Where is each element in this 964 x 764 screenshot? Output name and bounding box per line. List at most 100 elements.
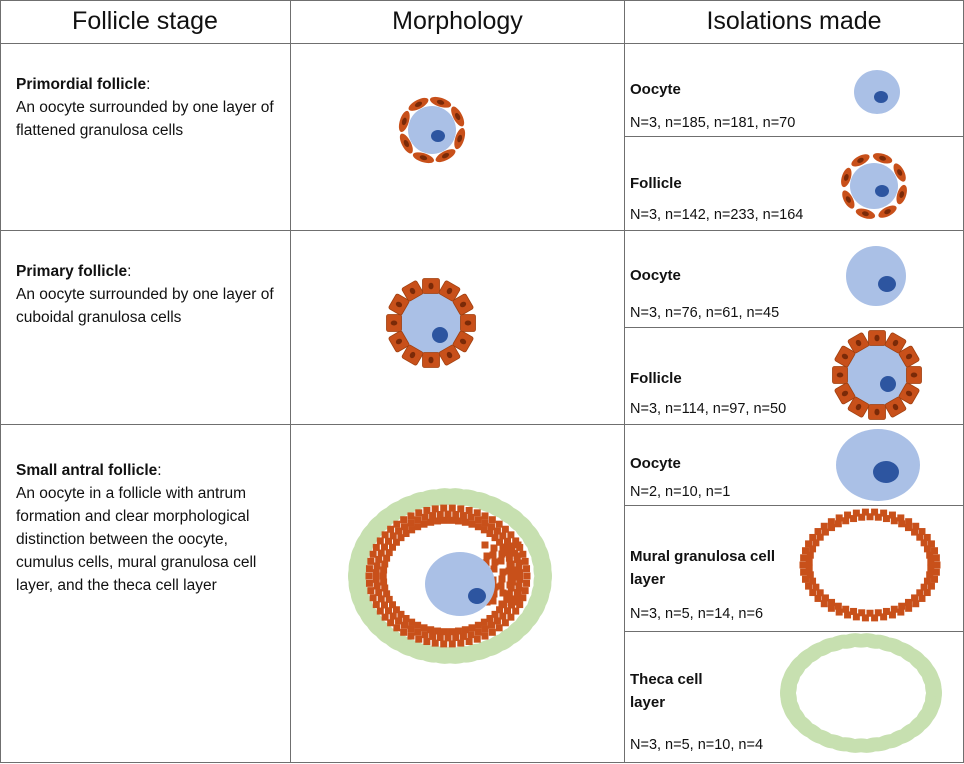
mural-granulosa-cell [882,607,890,615]
mural-granulosa-cell [874,609,882,617]
granulosa-nucleus [414,101,423,108]
mural-granulosa-cell [467,631,475,639]
mural-granulosa-cell [850,607,858,615]
mural-granulosa-cell [820,522,828,530]
mural-granulosa-cell [383,590,391,598]
cumulus-cell [490,590,498,598]
mural-granulosa-cell [372,543,380,551]
mural-granulosa-cell [814,528,822,536]
mural-granulosa-cell [507,531,515,539]
mural-granulosa-cell [521,587,529,595]
cumulus-cell [514,566,522,574]
mural-granulosa-cell [933,561,941,569]
mural-granulosa-cell [488,628,496,636]
mural-granulosa-cell [440,628,448,636]
mural-granulosa-cell [481,632,489,640]
mural-granulosa-cell [834,602,842,610]
mural-granulosa-cell [828,598,836,606]
granulosa-nucleus [892,403,899,411]
cumulus-cell [514,591,522,599]
mural-granulosa-cell [454,517,462,525]
mural-granulosa-cell [402,530,410,538]
mural-granulosa-cell [415,635,423,643]
mural-granulosa-cell [816,589,824,597]
mural-granulosa-cell [421,631,429,639]
cumulus-cell [491,583,499,591]
granulosa-nucleus [419,155,428,161]
mural-granulosa-cell [400,621,408,629]
granulosa-nucleus [454,112,461,121]
mural-granulosa-cell [491,610,499,618]
mural-granulosa-cell [367,587,375,595]
mural-granulosa-cell [448,640,456,648]
oocyte-nucleus [880,376,896,392]
granulosa-nucleus [843,174,849,181]
mural-granulosa-cell [365,565,373,573]
stage-title: Small antral follicle: [16,462,162,479]
mural-granulosa-cell [423,638,431,646]
mural-granulosa-cell [911,594,919,602]
granulosa-nucleus [446,287,453,295]
mural-granulosa-cell [799,561,807,569]
sub-divider-3 [624,505,964,506]
mural-granulosa-cell [507,613,515,621]
mural-granulosa-cell [444,510,452,518]
mural-granulosa-cell [393,624,401,632]
iso-title-mural-granulosa: Mural granulosa cell layer [630,548,776,588]
mural-granulosa-cell [503,549,511,557]
mural-granulosa-cell [499,612,507,620]
mural-granulosa-cell [842,605,850,613]
cumulus-cell [514,541,522,549]
mural-granulosa-cell [493,527,501,535]
cumulus-cell [498,550,506,558]
mural-granulosa-cell [521,557,529,565]
mural-granulosa-cell [473,635,481,643]
mural-granulosa-cell [828,524,836,532]
cumulus-cell [505,542,513,550]
header-isolations-made: Isolations made [706,7,882,35]
granulosa-nucleus [897,169,903,176]
granulosa-nucleus [841,353,849,360]
header-follicle-stage: Follicle stage [72,7,218,35]
mural-granulosa-cell [835,608,843,616]
mural-granulosa-cell [461,626,469,634]
mural-granulosa-cell [801,547,809,555]
mural-granulosa-cell [376,607,384,615]
mural-granulosa-cell [932,554,940,562]
mural-granulosa-cell [375,589,383,597]
cumulus-cell [505,592,513,600]
iso-title-primordial-oocyte: Oocyte [630,81,681,98]
mural-granulosa-cell [448,504,456,512]
granulosa-nucleus [855,403,862,411]
granulosa-nucleus [457,134,463,143]
mural-granulosa-cell [927,558,935,566]
mural-granulosa-cell [474,516,482,524]
mural-granulosa-cell [897,608,905,616]
mural-granulosa-cell [880,613,888,621]
mural-granulosa-cell [434,627,442,635]
header-divider [0,43,964,44]
mural-granulosa-cell [858,609,866,617]
mural-granulosa-cell [809,589,817,597]
mural-granulosa-cell [496,606,504,614]
granulosa-nucleus [459,338,467,345]
mural-granulosa-cell [827,604,835,612]
mural-granulosa-cell [481,512,489,520]
granulosa-nucleus [409,351,416,359]
mural-granulosa-cell [495,520,503,528]
oocyte-nucleus [878,276,896,292]
cumulus-cell [497,582,505,590]
mural-granulosa-cell [400,516,408,524]
oocyte-cell [399,291,463,355]
mural-granulosa-cell [821,528,829,536]
mural-granulosa-cell [805,558,813,566]
mural-granulosa-cell [812,539,820,547]
oocyte-cell [846,246,906,306]
mural-granulosa-cell [381,531,389,539]
mural-granulosa-cell [400,523,408,531]
mural-granulosa-cell [459,512,467,520]
mural-granulosa-cell [904,524,912,532]
granulosa-nucleus [428,282,434,290]
mural-granulosa-cell [397,534,405,542]
